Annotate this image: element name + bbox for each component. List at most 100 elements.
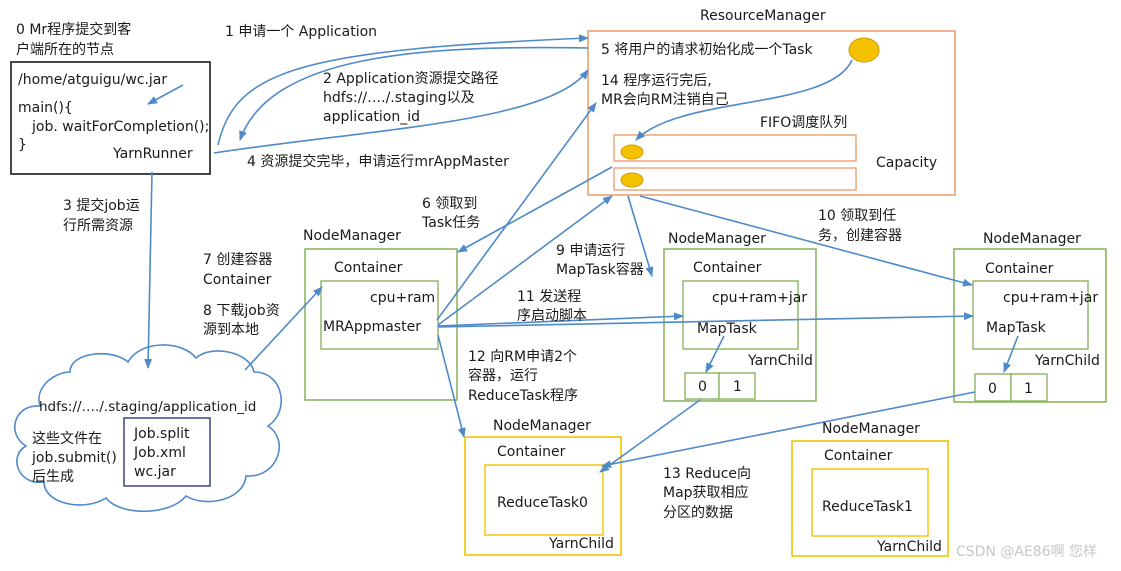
container-label: Container	[497, 444, 566, 460]
step-14-label: 14 程序运行完后,	[601, 73, 712, 89]
container-label: Container	[334, 260, 403, 276]
node-manager-title: NodeManager	[493, 418, 591, 434]
arrow-step-11-map1	[437, 312, 684, 327]
arrow-step-13-map2	[601, 391, 976, 469]
client-node-box	[10, 61, 211, 175]
queued-task-icon	[620, 144, 644, 160]
task-circle-icon	[848, 37, 880, 63]
step-11-label: 序启动脚本	[517, 308, 587, 324]
step-9-label: MapTask容器	[556, 261, 644, 278]
step-3-label: 行所需资源	[63, 218, 133, 234]
step-7-label: Container	[203, 272, 272, 288]
arrow-step-2	[239, 46, 589, 141]
resources-label: cpu+ram	[370, 290, 435, 306]
node-manager-title: NodeManager	[303, 228, 401, 244]
reducetask-label: ReduceTask0	[497, 495, 588, 511]
maptask-label: MapTask	[697, 321, 758, 337]
step-4-label: 4 资源提交完毕，申请运行mrAppMaster	[247, 153, 509, 170]
maptask-label: MapTask	[986, 320, 1047, 336]
reduce0-container-box	[484, 464, 604, 536]
partition-label: 1	[733, 379, 742, 395]
yarnchild-label: YarnChild	[548, 536, 614, 552]
hdfs-path-label: hdfs://…./.staging/application_id	[39, 399, 256, 415]
code-line: main(){	[18, 100, 73, 116]
hdfs-note: 这些文件在	[32, 430, 102, 447]
queued-task-icon	[620, 172, 644, 188]
step-6-label: Task任务	[421, 215, 480, 231]
arrow-step-3	[144, 171, 153, 369]
arrow-rm-to-map1	[627, 195, 654, 277]
app-container-box	[320, 280, 439, 350]
arrow-step-6	[457, 166, 613, 253]
fifo-queue-label: FIFO调度队列	[760, 115, 847, 131]
partition-label: 1	[1024, 381, 1033, 397]
step-7-label: 7 创建容器	[203, 251, 272, 268]
arrow-map2-to-partition	[1003, 335, 1019, 373]
arrow-step-13-map1	[599, 399, 701, 473]
map2-partition-1	[1010, 373, 1048, 402]
flow-arrows	[144, 34, 1019, 473]
node-manager-title: NodeManager	[822, 421, 920, 437]
yarnchild-label: YarnChild	[876, 539, 942, 555]
step-1-label: 1 申请一个 Application	[225, 24, 377, 40]
resources-label: cpu+ram+jar	[1003, 290, 1098, 306]
arrow-step-8	[244, 286, 323, 371]
step-13-label: 分区的数据	[663, 505, 733, 521]
step-6-label: 6 领取到	[422, 196, 477, 212]
node-manager-title: NodeManager	[668, 231, 766, 247]
step-8-label: 源到本地	[203, 322, 259, 338]
watermark: CSDN @AE86啊 您样	[956, 543, 1097, 560]
step-12-label: 容器，运行	[468, 367, 538, 384]
map1-partition-1	[718, 372, 756, 400]
arrow-step-10	[639, 195, 973, 287]
container-label: Container	[985, 261, 1054, 277]
file-label: Job.split	[133, 426, 190, 442]
step-8-label: 8 下载job资	[203, 303, 280, 319]
arrow-task-to-queue	[635, 59, 853, 141]
fifo-queue-slot-1	[613, 134, 857, 162]
arrow-step-9	[437, 195, 613, 326]
step-12-label: 12 向RM申请2个	[468, 349, 577, 365]
step-13-label: 13 Reduce向	[663, 466, 751, 482]
file-label: wc.jar	[134, 464, 176, 480]
fifo-queue-slot-2	[613, 167, 857, 191]
hdfs-note: 后生成	[32, 469, 74, 485]
container-label: Container	[824, 448, 893, 464]
map1-partition-0	[684, 372, 720, 400]
map1-container-box	[682, 280, 799, 350]
arrow-step-12	[437, 334, 466, 438]
arrow-jar-to-runner	[147, 84, 184, 105]
file-label: Job.xml	[133, 445, 186, 461]
capacity-label: Capacity	[876, 155, 937, 171]
node-manager-title: NodeManager	[983, 231, 1081, 247]
code-line: }	[18, 137, 27, 153]
step-5-label: 5 将用户的请求初始化成一个Task	[601, 41, 813, 58]
container-label: Container	[693, 260, 762, 276]
arrow-step-4	[213, 69, 589, 154]
step-10-label: 务，创建容器	[818, 227, 902, 244]
resources-label: cpu+ram+jar	[712, 290, 807, 306]
yarn-runner-label: YarnRunner	[112, 146, 193, 162]
yarnchild-label: YarnChild	[747, 353, 813, 369]
step-13-label: Map获取相应	[663, 484, 749, 501]
reducetask-label: ReduceTask1	[822, 499, 913, 515]
arrow-step-14	[436, 102, 597, 321]
mrappmaster-label: MRAppmaster	[323, 319, 421, 335]
step-2-label: application_id	[323, 109, 420, 125]
client-title: 户端所在的节点	[16, 41, 114, 58]
step-9-label: 9 申请运行	[556, 243, 625, 259]
step-11-label: 11 发送程	[517, 289, 581, 305]
step-14-label: MR会向RM注销自己	[601, 92, 729, 108]
arrow-step-11-map2	[437, 312, 974, 328]
hdfs-note: job.submit()	[31, 450, 117, 466]
arrow-map1-to-partition	[705, 335, 725, 373]
step-3-label: 3 提交job运	[63, 197, 140, 214]
client-title: 0 Mr程序提交到客	[16, 21, 131, 38]
partition-label: 0	[698, 379, 707, 395]
partition-label: 0	[988, 381, 997, 397]
hdfs-files-box	[123, 417, 211, 487]
resource-manager-title: ResourceManager	[700, 8, 826, 24]
arrow-step-1	[217, 34, 589, 146]
code-line: job. waitForCompletion();	[31, 119, 209, 135]
